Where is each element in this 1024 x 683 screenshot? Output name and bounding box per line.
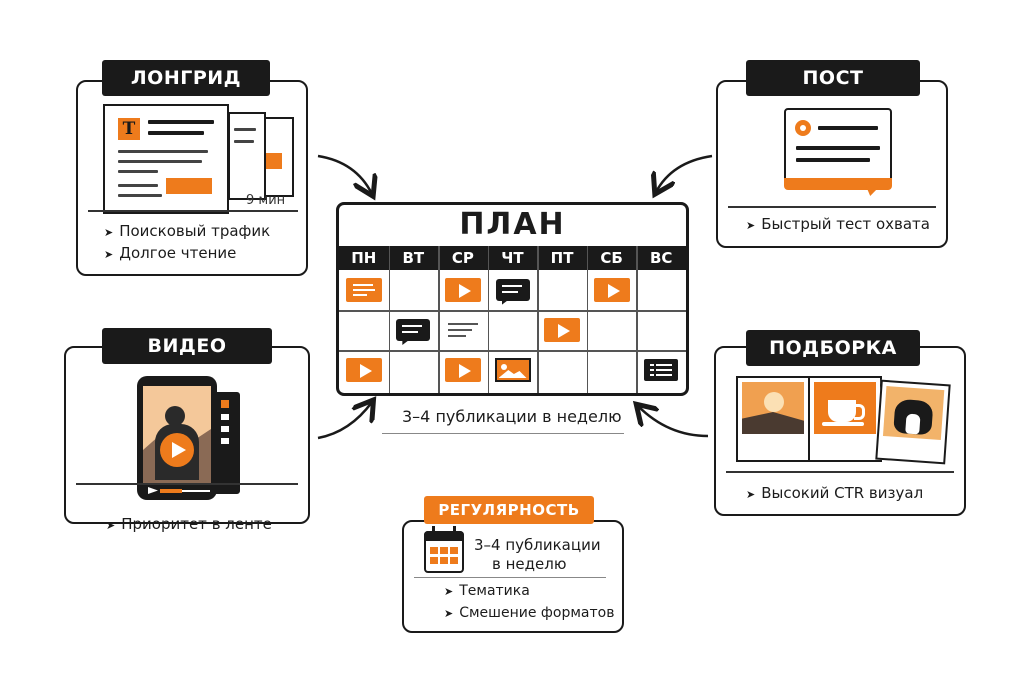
post-divider	[728, 206, 936, 208]
image-icon	[494, 358, 531, 382]
grid-line	[388, 246, 391, 393]
video-play-icon	[444, 278, 481, 302]
list-card-icon	[644, 359, 679, 381]
longread-divider	[88, 210, 298, 212]
plan-caption-underline	[382, 433, 624, 434]
plan-day-header: ПН ВТ СР ЧТ ПТ СБ ВС	[339, 246, 686, 270]
video-title: ВИДЕО	[102, 328, 272, 364]
regularity-title: РЕГУЛЯРНОСТЬ	[424, 496, 594, 524]
day-label: СБ	[600, 249, 623, 267]
text-card-icon	[345, 278, 382, 302]
post-bullet: ➤Быстрый тест охвата	[746, 215, 930, 233]
video-play-icon	[444, 358, 481, 382]
longread-bullet: ➤Долгое чтение	[104, 244, 237, 262]
chat-bubble-icon	[396, 319, 431, 345]
text-lines-icon	[447, 322, 478, 338]
regularity-line2: в неделю	[492, 555, 567, 573]
grid-line	[586, 246, 589, 393]
grid-line	[487, 246, 490, 393]
video-bullet: ➤Приоритет в ленте	[106, 515, 272, 533]
day-label: ПН	[351, 249, 377, 267]
plan-calendar: ПЛАН ПН ВТ СР ЧТ ПТ СБ ВС	[336, 202, 689, 396]
grid-line	[339, 310, 686, 312]
plan-caption: 3–4 публикации в неделю	[402, 407, 622, 426]
day-label: ВС	[649, 249, 673, 267]
regularity-divider	[414, 577, 606, 578]
longread-t-icon: T	[118, 118, 140, 140]
regularity-line1: 3–4 публикации	[474, 536, 601, 554]
day-label: СР	[451, 249, 474, 267]
day-label: ЧТ	[501, 249, 524, 267]
post-title: ПОСТ	[746, 60, 920, 96]
collection-divider	[726, 471, 954, 473]
video-play-icon	[544, 318, 581, 342]
grid-line	[339, 350, 686, 352]
longread-title: ЛОНГРИД	[102, 60, 270, 96]
grid-line	[438, 246, 440, 393]
longread-bullet: ➤Поисковый трафик	[104, 222, 271, 240]
video-play-icon	[593, 278, 630, 302]
read-time-label: 9 мин	[246, 193, 286, 208]
collection-bullet: ➤Высокий CTR визуал	[746, 484, 924, 502]
regularity-bullet: ➤Смешение форматов	[444, 605, 615, 621]
grid-line	[537, 246, 539, 393]
plan-title: ПЛАН	[459, 207, 566, 242]
day-label: ПТ	[550, 249, 574, 267]
grid-line	[636, 246, 638, 393]
day-label: ВТ	[402, 249, 425, 267]
chat-bubble-icon	[495, 279, 530, 305]
regularity-bullet: ➤Тематика	[444, 583, 530, 599]
video-play-icon	[345, 358, 382, 382]
collection-title: ПОДБОРКА	[746, 330, 920, 366]
video-divider	[76, 483, 298, 485]
